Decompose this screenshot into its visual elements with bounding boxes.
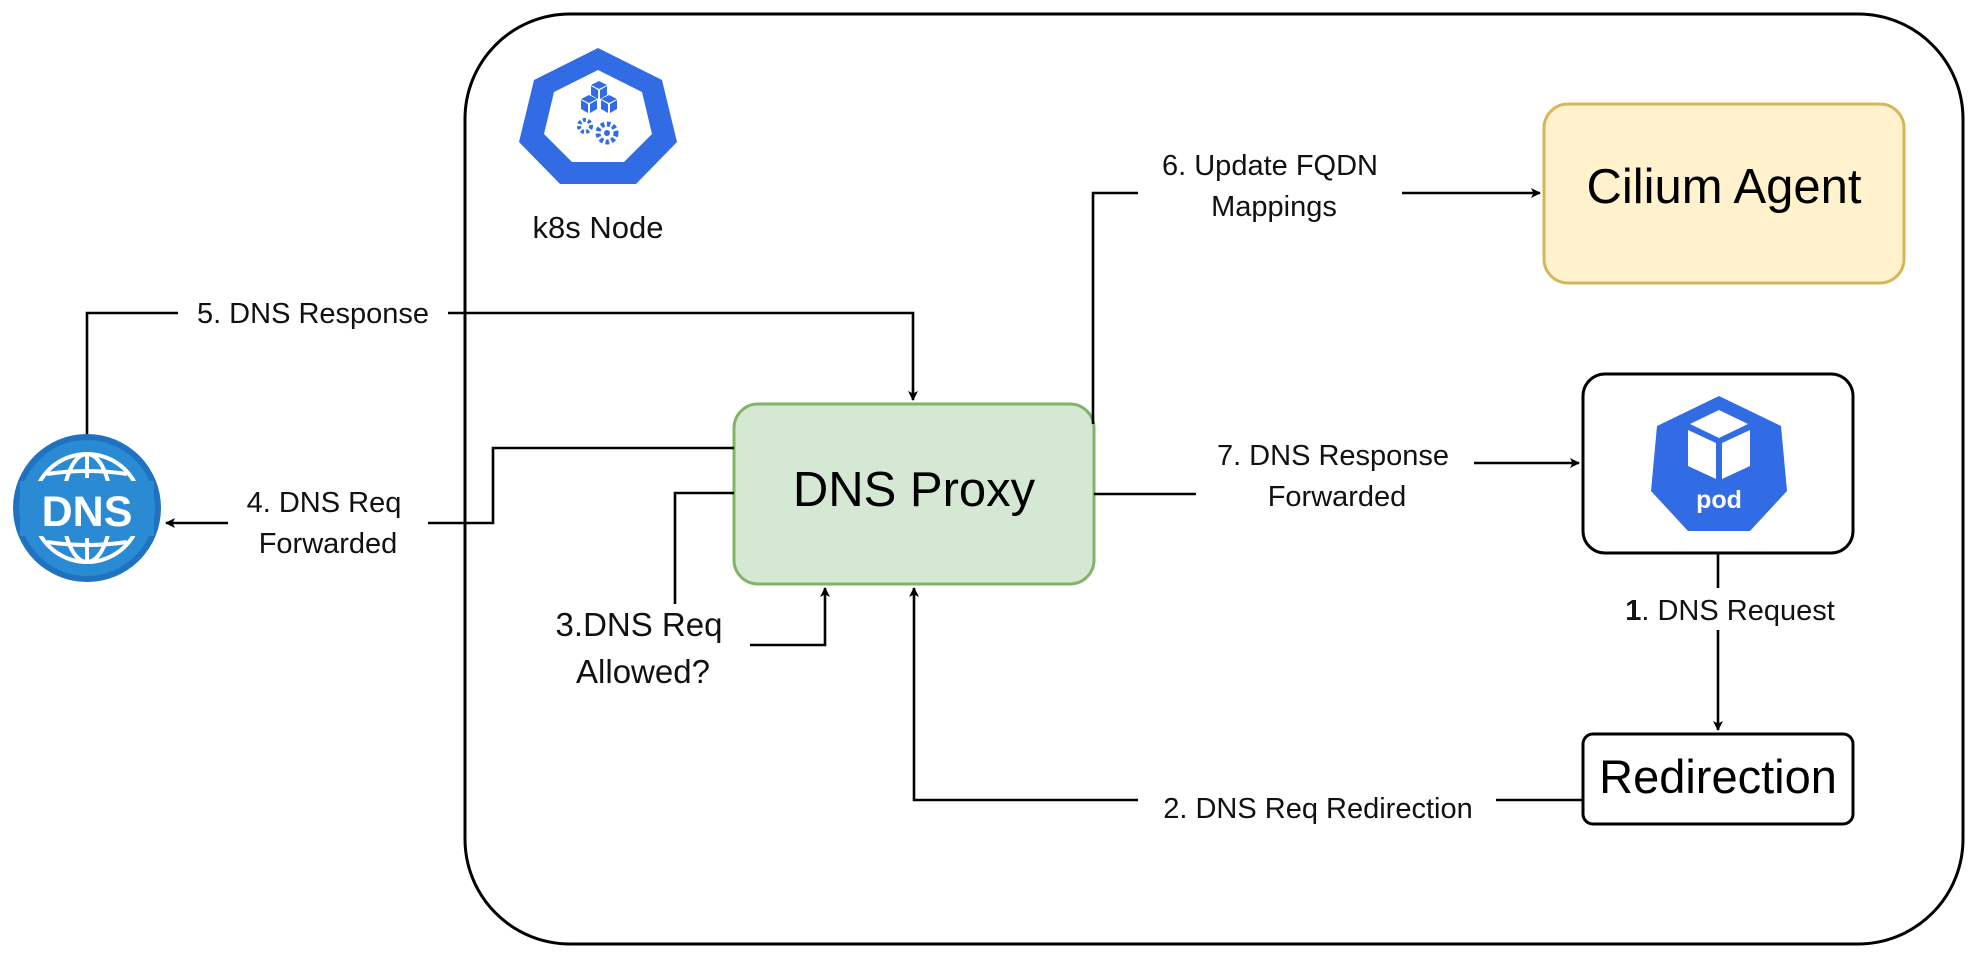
edge-4-label-line1: 4. DNS Req <box>247 487 402 519</box>
edge-2-label: 2. DNS Req Redirection <box>1163 793 1472 825</box>
edge-5-dns-response <box>85 311 918 434</box>
edge-6-label-line2: Mappings <box>1211 191 1337 223</box>
edge-1-label: 1. DNS Request <box>1625 595 1835 627</box>
cilium-agent-box <box>1542 102 1906 285</box>
redirection-label: Redirection <box>1599 750 1837 803</box>
edge-1-number: 1 <box>1625 595 1641 627</box>
dns-server-icon: DNS <box>13 434 161 582</box>
dns-proxy-label: DNS Proxy <box>793 463 1036 517</box>
edge-7-label-line2: Forwarded <box>1268 481 1407 513</box>
edge-7-label-line1: 7. DNS Response <box>1217 440 1449 472</box>
edge-6-label-line1: 6. Update FQDN <box>1162 150 1378 182</box>
pod-icon: pod <box>1651 396 1787 531</box>
redirection-box <box>1581 732 1855 826</box>
edge-3-label-line2: Allowed? <box>576 653 710 690</box>
pod-icon-label: pod <box>1696 486 1742 514</box>
dns-server-label: DNS <box>42 488 133 536</box>
k8s-node-label: k8s Node <box>533 210 664 245</box>
edge-3-label-line1: 3.DNS Req <box>556 606 723 643</box>
edge-1-text: . DNS Request <box>1641 595 1834 627</box>
edge-5-label: 5. DNS Response <box>197 298 429 330</box>
cilium-agent-label: Cilium Agent <box>1586 160 1861 214</box>
k8s-node-icon <box>519 48 677 184</box>
edge-4-label-line2: Forwarded <box>259 528 398 560</box>
